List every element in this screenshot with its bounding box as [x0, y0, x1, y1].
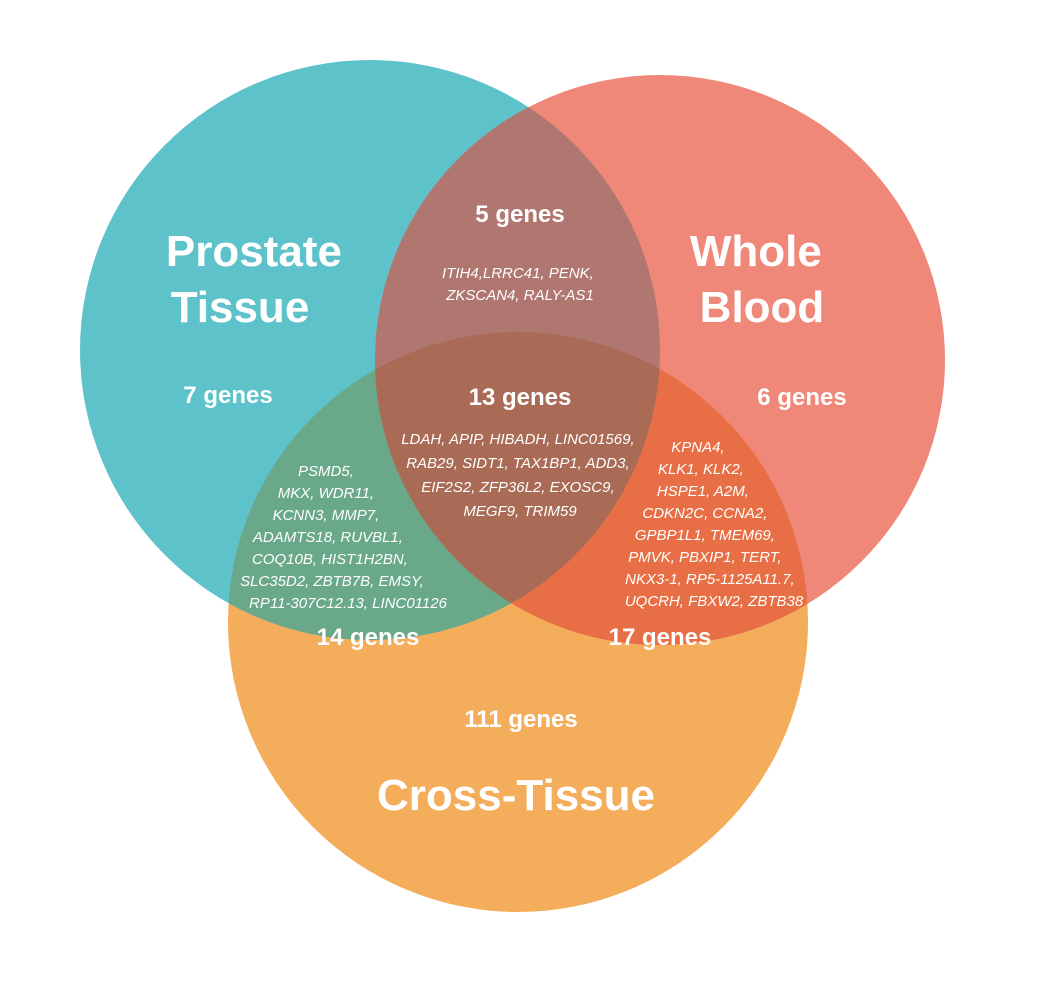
gene-line: PMVK, PBXIP1, TERT, — [628, 549, 781, 566]
whole-blood-title: Whole Blood — [690, 227, 834, 332]
gene-line: NKX3-1, RP5-1125A11.7, — [625, 571, 795, 588]
gene-line: ITIH4,LRRC41, PENK, — [442, 265, 594, 282]
gene-line: KLK1, KLK2, — [658, 461, 744, 478]
gene-line: PSMD5, — [298, 463, 354, 480]
blood-cross-gene-list: KPNA4, KLK1, KLK2, HSPE1, A2M, CDKN2C, C… — [625, 439, 804, 610]
gene-line: GPBP1L1, TMEM69, — [635, 527, 775, 544]
gene-line: SLC35D2, ZBTB7B, EMSY, — [240, 573, 424, 590]
gene-line: KPNA4, — [671, 439, 724, 456]
blood-cross-count: 17 genes — [609, 624, 712, 651]
gene-line: EIF2S2, ZFP36L2, EXOSC9, — [421, 479, 614, 496]
prostate-tissue-title: Prostate Tissue — [166, 227, 354, 332]
prostate-blood-count: 5 genes — [475, 201, 564, 228]
prostate-cross-gene-list: PSMD5, MKX, WDR11, KCNN3, MMP7, ADAMTS18… — [240, 463, 448, 612]
gene-line: LDAH, APIP, HIBADH, LINC01569, — [401, 431, 634, 448]
gene-line: CDKN2C, CCNA2, — [642, 505, 767, 522]
prostate-blood-gene-list: ITIH4,LRRC41, PENK, ZKSCAN4, RALY-AS1 — [442, 265, 598, 304]
triple-count: 13 genes — [469, 384, 572, 411]
prostate-title-line: Prostate — [166, 227, 342, 276]
prostate-only-count: 7 genes — [183, 382, 272, 409]
gene-line: KCNN3, MMP7, — [273, 507, 380, 524]
blood-title-line: Whole — [690, 227, 822, 276]
gene-line: MKX, WDR11, — [278, 485, 374, 502]
cross-only-count: 111 genes — [464, 706, 577, 733]
gene-line: RAB29, SIDT1, TAX1BP1, ADD3, — [406, 455, 629, 472]
blood-title-line: Blood — [700, 283, 825, 332]
blood-only-count: 6 genes — [757, 384, 846, 411]
prostate-cross-count: 14 genes — [317, 624, 420, 651]
gene-line: RP11-307C12.13, LINC01126 — [249, 595, 448, 612]
gene-line: ZKSCAN4, RALY-AS1 — [445, 287, 594, 304]
prostate-title-line: Tissue — [171, 283, 310, 332]
gene-line: UQCRH, FBXW2, ZBTB38 — [625, 593, 804, 610]
cross-tissue-title: Cross-Tissue — [377, 771, 655, 820]
triple-gene-list: LDAH, APIP, HIBADH, LINC01569, RAB29, SI… — [401, 431, 639, 520]
gene-line: MEGF9, TRIM59 — [463, 503, 577, 520]
gene-line: HSPE1, A2M, — [657, 483, 749, 500]
gene-line: ADAMTS18, RUVBL1, — [252, 529, 403, 546]
gene-line: COQ10B, HIST1H2BN, — [252, 551, 408, 568]
